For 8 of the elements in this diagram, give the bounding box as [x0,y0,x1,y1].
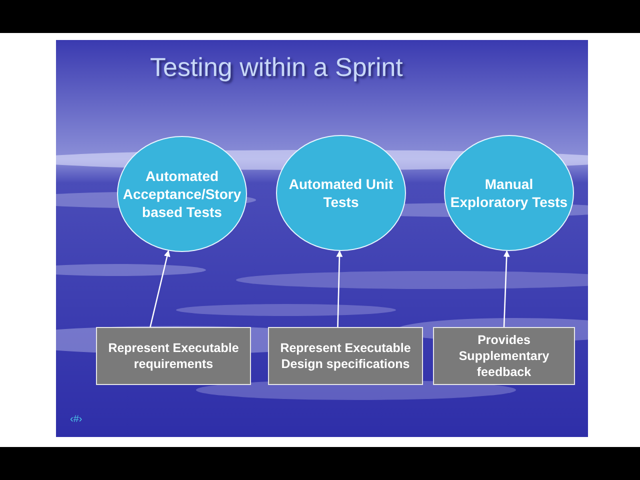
arrow [503,250,510,328]
arrow [336,250,343,328]
description-box: Represent Executable Design specifications [268,327,423,385]
slide-number: ‹#› [70,414,82,425]
description-box: Provides Supplementary feedback [433,327,575,385]
arrow [150,250,170,328]
description-box: Represent Executable requirements [96,327,251,385]
slide-title: Testing within a Sprint [150,52,403,83]
